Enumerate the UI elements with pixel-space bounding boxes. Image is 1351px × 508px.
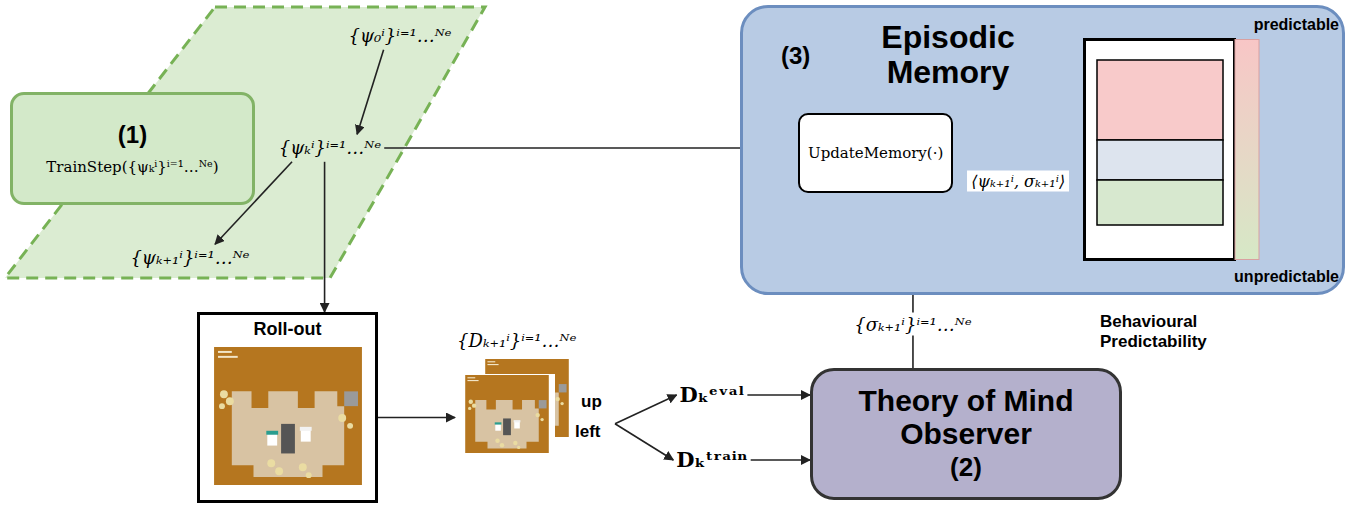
flow-arrow <box>384 147 798 149</box>
flow-arrow <box>378 417 455 419</box>
tom-observer-box-text: (2) <box>950 452 982 483</box>
tom-observer-box: Theory of Mind Observer(2) <box>810 368 1122 500</box>
memory-stack: predictable unpredictable <box>1083 15 1345 293</box>
train-step-box-text: TrainStep({ψₖⁱ}ⁱ⁼¹…ᴺᵉ) <box>46 158 218 176</box>
update-memory-box: UpdateMemory(·) <box>798 113 953 193</box>
rollout-box-text: Roll-out <box>254 319 322 341</box>
parameter-label-text: {ψ₀ⁱ}ⁱ⁼¹…ᴺᵉ <box>348 25 451 47</box>
flow-arrow <box>324 162 326 312</box>
train-step-box: (1) TrainStep({ψₖⁱ}ⁱ⁼¹…ᴺᵉ) <box>10 92 255 205</box>
train-step-box-text: (1) <box>118 121 147 150</box>
parameter-label: {ψₖ₊₁ⁱ}ⁱ⁼¹…ᴺᵉ <box>130 247 249 269</box>
memory-stack-figure <box>1083 38 1263 262</box>
trajectory-data-text: up <box>581 392 602 412</box>
trajectory-data-text: {Dₖ₊₁ⁱ}ⁱ⁼¹…ᴺᵉ <box>457 330 576 352</box>
trajectory-data-text: left <box>575 422 601 442</box>
train-set-label: Dₖᵗʳᵃⁱⁿ <box>676 447 747 472</box>
trajectory-data: {Dₖ₊₁ⁱ}ⁱ⁼¹…ᴺᵉ up left <box>455 330 615 455</box>
parameter-label-text: {ψₖⁱ}ⁱ⁼¹…ᴺᵉ <box>279 137 381 159</box>
episodic-memory-panel-text: Episodic Memory <box>843 20 1053 90</box>
tom-observer-box-text: Theory of Mind Observer <box>821 384 1111 450</box>
edge-label: {σₖ₊₁ⁱ}ⁱ⁼¹…ᴺᵉ <box>850 313 975 336</box>
flow-arrow <box>615 395 677 424</box>
train-set-label-text: Dₖᵗʳᵃⁱⁿ <box>676 447 747 472</box>
edge-label: ⟨ψₖ₊₁ⁱ, σₖ₊₁ⁱ⟩ <box>967 171 1069 192</box>
parameter-space-plane <box>5 7 485 278</box>
memory-stack-text: predictable <box>1254 15 1339 34</box>
memory-stack-text: unpredictable <box>1234 267 1339 286</box>
flow-arrow <box>357 50 384 134</box>
eval-set-label-text: Dₖᵉᵛᵃˡ <box>680 382 745 407</box>
axis-caption: Behavioural Predictability <box>1100 312 1250 353</box>
parameter-label: {ψₖⁱ}ⁱ⁼¹…ᴺᵉ <box>279 137 381 159</box>
eval-set-label: Dₖᵉᵛᵃˡ <box>680 382 745 407</box>
flow-arrow <box>747 394 810 396</box>
episodic-memory-panel-text: (3) <box>781 42 810 71</box>
parameter-label-text: {ψₖ₊₁ⁱ}ⁱ⁼¹…ᴺᵉ <box>130 247 249 269</box>
parameter-label: {ψ₀ⁱ}ⁱ⁼¹…ᴺᵉ <box>348 25 451 47</box>
game-screenshot <box>213 347 363 485</box>
flow-arrow <box>751 459 810 461</box>
rollout-box: Roll-out <box>197 312 378 503</box>
update-memory-box-text: UpdateMemory(·) <box>808 144 943 162</box>
flow-arrow <box>615 424 673 460</box>
episodic-memory-panel: UpdateMemory(·) predictable unpredictable (… <box>740 5 1345 295</box>
trajectory-frames <box>457 358 577 455</box>
